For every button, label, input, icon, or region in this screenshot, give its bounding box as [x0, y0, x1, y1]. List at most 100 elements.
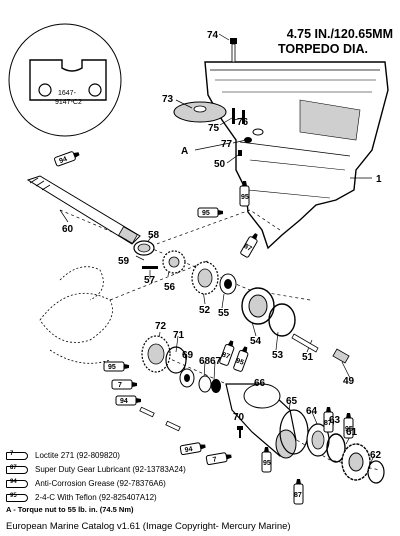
tube-icon: 94 — [6, 479, 28, 488]
part-66-bearing-carrier — [225, 383, 297, 459]
part-label-50: 50 — [214, 159, 226, 170]
tube-icon: 87 — [6, 465, 28, 474]
svg-text:87: 87 — [294, 492, 302, 499]
part-label-61: 61 — [346, 427, 358, 438]
part-73-plate — [173, 101, 227, 123]
part-label-54: 54 — [250, 336, 262, 347]
header-line-1: 4.75 IN./120.65MM — [287, 27, 393, 41]
part-label-1: 1 — [376, 174, 382, 185]
svg-text:94: 94 — [184, 446, 193, 454]
part-60-drive-shaft — [26, 175, 141, 245]
lubricant-tube: 95 — [103, 361, 130, 372]
legend-row: 95 2-4-C With Teflon (92-825407A12) — [6, 491, 236, 504]
part-label-49: 49 — [343, 376, 355, 387]
tube-icon: 95 — [6, 493, 28, 502]
part-label-64: 64 — [306, 406, 318, 417]
part-label-66: 66 — [254, 378, 266, 389]
part-62-tab-washer — [367, 460, 385, 484]
image-caption: European Marine Catalog v1.61 (Image Cop… — [6, 521, 291, 532]
torque-note: A - Torque nut to 55 lb. in. (74.5 Nm) — [6, 505, 134, 514]
svg-text:7: 7 — [118, 382, 122, 389]
svg-text:87: 87 — [243, 243, 253, 253]
part-label-73: 73 — [162, 94, 174, 105]
part-68-67-seals — [198, 375, 221, 393]
part-57-pin — [142, 266, 158, 269]
legend-text: 2-4-C With Teflon (92-825407A12) — [35, 493, 157, 502]
part-69-bearing — [179, 368, 195, 388]
legend-text: Loctite 271 (92-809820) — [35, 451, 120, 460]
part-71-ring — [165, 346, 187, 374]
part-49-shift-cam — [332, 348, 350, 364]
legend-text: Super Duty Gear Lubricant (92-13783A24) — [35, 465, 186, 474]
legend-text: Anti-Corrosion Grease (92-78376A6) — [35, 479, 166, 488]
part-label-75: 75 — [208, 123, 220, 134]
svg-text:87: 87 — [221, 352, 231, 361]
lubricant-tube: 7 — [111, 379, 138, 390]
tube-icon: 7 — [6, 451, 28, 460]
legend-row: 7 Loctite 271 (92-809820) — [6, 449, 236, 462]
part-label-74: 74 — [207, 30, 219, 41]
part-54-bearing-race — [241, 287, 275, 325]
svg-text:94: 94 — [58, 156, 68, 165]
part-number-labels: 1 74 73 75 76 77 A 50 60 58 59 57 56 52 … — [62, 30, 382, 461]
part-label-56: 56 — [164, 282, 176, 293]
lubricant-tube: 94 — [179, 441, 207, 456]
part-label-76: 76 — [237, 117, 249, 128]
part-label-63: 63 — [329, 415, 341, 426]
lubricant-tube: 95 — [239, 180, 250, 207]
lubricant-tube: 95 — [343, 412, 354, 439]
part-label-72: 72 — [155, 321, 167, 332]
propeller-outline — [39, 266, 113, 364]
lubricant-tube: 87 — [323, 406, 334, 433]
svg-text:95: 95 — [235, 358, 245, 367]
part-label-60: 60 — [62, 224, 74, 235]
part-59-bearing — [133, 240, 155, 256]
lubricant-tube: 87 — [218, 338, 237, 367]
seal-detail-inset: 1647- 9147-C2 — [8, 23, 122, 137]
part-63-seal — [326, 433, 346, 463]
part-label-62: 62 — [370, 450, 382, 461]
legend-row: 87 Super Duty Gear Lubricant (92-13783A2… — [6, 463, 236, 476]
part-label-58: 58 — [148, 230, 160, 241]
svg-text:94: 94 — [120, 398, 128, 405]
fasteners-75-76-77 — [232, 108, 264, 156]
gear-housing — [204, 61, 389, 250]
svg-text:95: 95 — [108, 364, 116, 371]
part-70-screw — [237, 426, 243, 438]
lubricant-tube: 95 — [232, 344, 251, 373]
header-line-2: TORPEDO DIA. — [278, 42, 368, 56]
part-label-69: 69 — [182, 350, 194, 361]
lubricant-legend: 7 Loctite 271 (92-809820) 87 Super Duty … — [6, 449, 236, 514]
svg-text:87: 87 — [324, 420, 332, 427]
retainer-bolts — [139, 406, 181, 432]
lubricant-tube: 94 — [53, 148, 82, 167]
part-label-52: 52 — [199, 305, 211, 316]
part-56-pinion-gear — [162, 250, 186, 274]
lubricant-tube: 7 — [205, 451, 233, 466]
part-label-67: 67 — [210, 356, 222, 367]
svg-text:95: 95 — [263, 460, 271, 467]
lubricant-tube: 94 — [115, 395, 142, 406]
svg-text:95: 95 — [202, 210, 210, 217]
part-label-70: 70 — [233, 412, 245, 423]
part-label-68: 68 — [199, 356, 211, 367]
part-label-51: 51 — [302, 352, 314, 363]
lubricant-tube: 87 — [293, 478, 304, 505]
lubricant-tube: 95 — [197, 207, 224, 218]
lubricant-tube: 95 — [261, 446, 272, 473]
legend-row: 94 Anti-Corrosion Grease (92-78376A6) — [6, 477, 236, 490]
part-label-59: 59 — [118, 256, 130, 267]
part-label-65: 65 — [286, 396, 298, 407]
svg-text:95: 95 — [345, 426, 353, 433]
part-64-bearing — [306, 423, 330, 457]
part-label-77: 77 — [221, 139, 233, 150]
part-52-forward-gear — [191, 261, 219, 295]
svg-text:7: 7 — [212, 456, 217, 464]
part-label-57: 57 — [144, 275, 156, 286]
part-74-bolt — [230, 38, 237, 63]
part-label-53: 53 — [272, 350, 284, 361]
inset-code-line-2: 9147-C2 — [55, 99, 82, 106]
lubricant-tube: 87 — [239, 231, 261, 259]
part-53-shim — [268, 303, 296, 337]
